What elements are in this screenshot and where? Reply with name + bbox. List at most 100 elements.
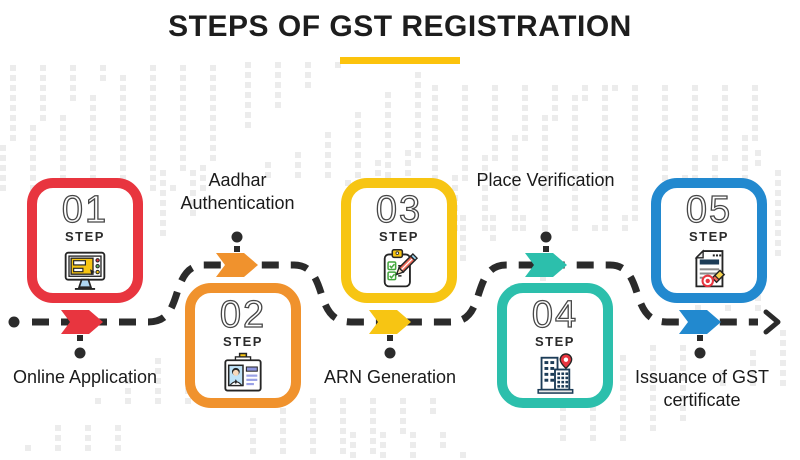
caption-connector-dots [74, 231, 706, 359]
dashed-flow-path [32, 261, 758, 326]
map-dot [650, 405, 656, 411]
map-dot [622, 225, 628, 231]
map-dot [680, 405, 686, 411]
map-dot [602, 155, 608, 161]
map-dot [560, 405, 566, 411]
map-dot [512, 165, 518, 171]
map-dot [692, 135, 698, 141]
map-dot [370, 428, 376, 434]
map-dot [410, 442, 416, 448]
map-dot [310, 418, 316, 424]
map-dot [722, 145, 728, 151]
map-dot [520, 215, 526, 221]
map-dot [115, 445, 121, 451]
map-dot [560, 435, 566, 441]
map-dot [512, 195, 518, 201]
map-dot [275, 62, 281, 68]
map-dot [542, 175, 548, 181]
step-caption-2: Aadhar Authentication [180, 170, 295, 214]
map-dot [160, 210, 166, 216]
map-dot [572, 165, 578, 171]
map-dot [440, 442, 446, 448]
map-dot [522, 115, 528, 121]
map-dot [305, 62, 311, 68]
map-dot [460, 245, 466, 251]
map-dot [125, 398, 131, 404]
map-dot [60, 125, 66, 131]
arrow-marker-step4 [525, 253, 567, 277]
map-dot [245, 72, 251, 78]
map-dot [340, 398, 346, 404]
map-dot [385, 102, 391, 108]
map-dot [245, 62, 251, 68]
map-dot [325, 162, 331, 168]
map-dot [720, 380, 726, 386]
map-dot [90, 95, 96, 101]
map-dot [180, 155, 186, 161]
map-dot [265, 162, 271, 168]
map-dot [30, 135, 36, 141]
map-dot [632, 205, 638, 211]
map-dot [492, 95, 498, 101]
map-dot [482, 185, 488, 191]
map-dot [200, 175, 206, 181]
map-dot [542, 185, 548, 191]
map-dot [620, 375, 626, 381]
map-dot [750, 380, 756, 386]
map-dot [30, 165, 36, 171]
map-dot [190, 190, 196, 196]
map-dot [280, 408, 286, 414]
map-dot [340, 448, 346, 454]
building-location-icon [537, 353, 574, 394]
map-dot [632, 215, 638, 221]
map-dot [632, 195, 638, 201]
map-dot [250, 418, 256, 424]
map-dot [582, 95, 588, 101]
map-dot [90, 165, 96, 171]
map-dot [522, 135, 528, 141]
map-dot [350, 442, 356, 448]
map-dot [692, 95, 698, 101]
certificate-stamp-icon [694, 249, 726, 288]
map-dot [512, 145, 518, 151]
map-dot [415, 72, 421, 78]
map-dot [620, 385, 626, 391]
title-underline-accent [340, 57, 460, 64]
map-dot [775, 180, 781, 186]
map-dot [0, 165, 6, 171]
map-dot [155, 398, 161, 404]
map-dot [150, 105, 156, 111]
map-dot [325, 132, 331, 138]
map-dot [552, 95, 558, 101]
path-end-arrowhead [763, 309, 781, 335]
arrow-marker-step5 [679, 310, 721, 334]
map-dot [180, 65, 186, 71]
map-dot [462, 85, 468, 91]
map-dot [310, 438, 316, 444]
map-dot [572, 135, 578, 141]
map-dot [400, 408, 406, 414]
map-dot [522, 105, 528, 111]
map-dot [275, 82, 281, 88]
map-dot [522, 125, 528, 131]
map-dot [125, 378, 131, 384]
map-dot [542, 125, 548, 131]
map-dot [462, 95, 468, 101]
map-dot [432, 125, 438, 131]
map-dot [355, 132, 361, 138]
map-dot [405, 170, 411, 176]
map-dot [572, 95, 578, 101]
map-dot [10, 105, 16, 111]
map-dot [70, 65, 76, 71]
map-dot [572, 155, 578, 161]
map-dot [722, 95, 728, 101]
map-dot [410, 452, 416, 458]
map-dot [355, 142, 361, 148]
map-dot [160, 190, 166, 196]
map-dot [582, 85, 588, 91]
map-dot [380, 452, 386, 458]
map-dot [662, 95, 668, 101]
map-dot [280, 428, 286, 434]
map-dot [560, 425, 566, 431]
